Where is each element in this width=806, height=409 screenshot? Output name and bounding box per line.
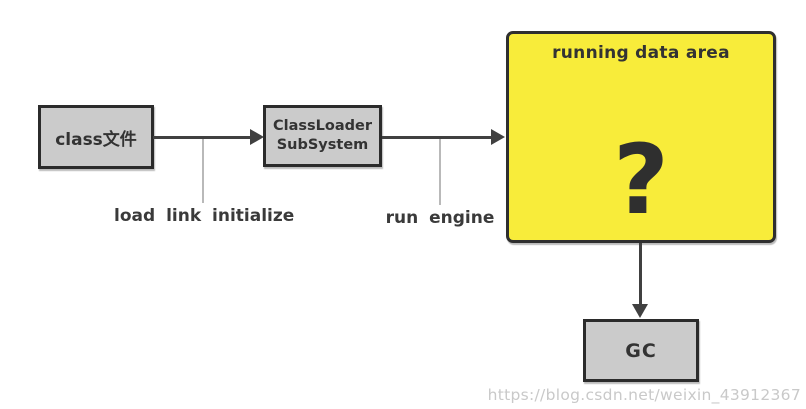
node-classloader-subsystem: ClassLoader SubSystem	[263, 105, 382, 167]
node-class-file-label: class文件	[55, 129, 137, 150]
node-gc: GC	[583, 319, 699, 382]
node-class-file: class文件	[38, 105, 154, 169]
node-running-data-area-title: running data area	[552, 43, 730, 63]
question-mark: ?	[613, 124, 669, 236]
connector-load-link-initialize	[202, 139, 204, 203]
node-running-data-area: running data area ?	[506, 31, 776, 243]
node-gc-label: GC	[625, 339, 657, 362]
edge-label-load-link-initialize: load link initialize	[114, 206, 295, 226]
arrow-classfile-to-classloader-line	[153, 136, 253, 139]
arrow-classfile-to-classloader-head-icon	[250, 129, 264, 145]
connector-run-engine	[439, 139, 441, 205]
arrow-classloader-to-runningdata-line	[382, 136, 492, 139]
arrow-runningdata-to-gc-head-icon	[632, 304, 648, 318]
arrow-runningdata-to-gc-line	[639, 243, 642, 305]
edge-label-run-engine: run engine	[385, 208, 495, 228]
arrow-classloader-to-runningdata-head-icon	[491, 129, 505, 145]
watermark: https://blog.csdn.net/weixin_43912367	[487, 386, 801, 404]
node-classloader-label-line2: SubSystem	[276, 137, 369, 153]
node-classloader-label-line1: ClassLoader	[272, 118, 372, 134]
